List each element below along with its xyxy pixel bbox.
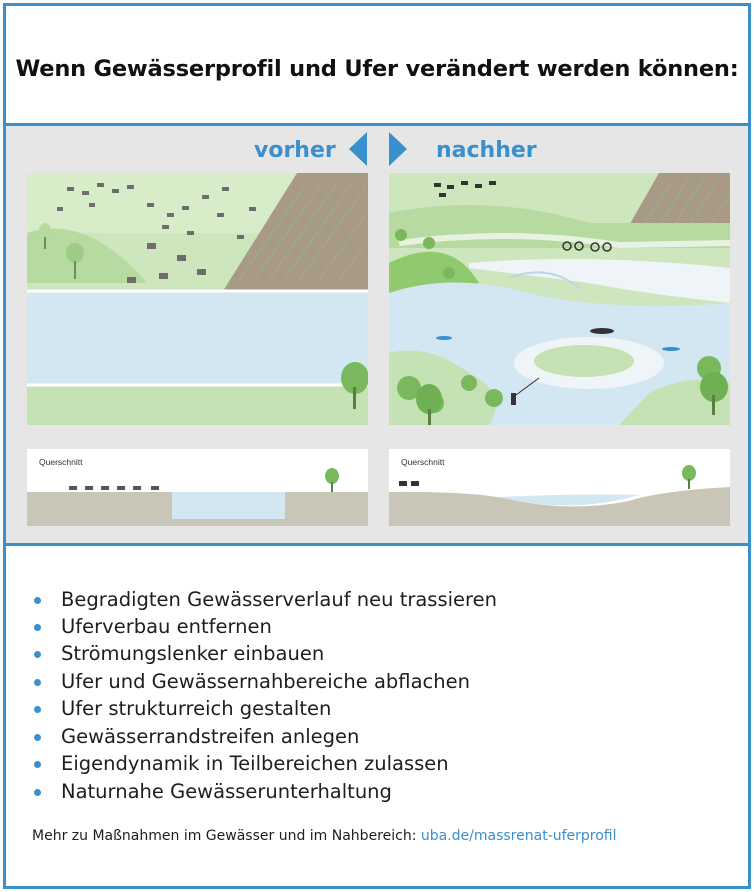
after-landscape-panel — [389, 173, 730, 425]
tree-icon — [416, 372, 728, 425]
before-landscape-panel — [27, 173, 368, 425]
cattle-herd — [57, 183, 256, 283]
cattle-herd — [434, 181, 496, 197]
before-after-arrows — [349, 132, 407, 166]
title-box: Wenn Gewässerprofil und Ufer verändert w… — [6, 6, 748, 126]
tree-icon — [39, 223, 368, 409]
footer-text: Mehr zu Maßnahmen im Gewässer und im Nah… — [32, 828, 421, 844]
fish-icon — [436, 336, 680, 351]
infographic-frame: Wenn Gewässerprofil und Ufer verändert w… — [3, 3, 751, 889]
right-arrow-icon — [389, 132, 407, 166]
before-cross-section: Querschnitt — [27, 449, 368, 526]
after-label: nachher — [436, 138, 537, 163]
page-title: Wenn Gewässerprofil und Ufer verändert w… — [15, 56, 739, 82]
footer-link[interactable]: uba.de/massrenat-uferprofil — [420, 828, 617, 844]
cyclist-icon — [562, 241, 612, 252]
cross-section-label: Querschnitt — [39, 457, 83, 467]
canoe-icon — [590, 328, 614, 334]
cross-section-label: Querschnitt — [401, 457, 445, 467]
left-arrow-icon — [349, 132, 367, 166]
after-cross-section: Querschnitt — [389, 449, 730, 526]
illustration-area: vorher nachher — [6, 126, 748, 546]
footer-note: Mehr zu Maßnahmen im Gewässer und im Nah… — [32, 828, 617, 844]
angler-icon — [511, 377, 540, 405]
before-label: vorher — [254, 138, 336, 163]
